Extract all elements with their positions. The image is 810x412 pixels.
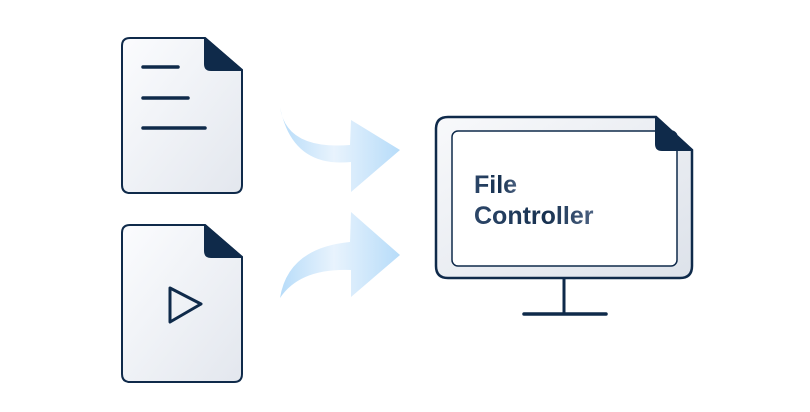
video-document-icon (121, 224, 243, 383)
monitor-screen (451, 130, 678, 267)
title-line-1: File (474, 171, 517, 199)
page-fold-corner (204, 37, 243, 71)
monitor-icon: File Controller (434, 115, 694, 316)
text-lines-icon (141, 65, 207, 130)
page-fold-corner (204, 224, 243, 258)
page-fold-corner (655, 116, 693, 151)
curved-arrow-up (280, 212, 400, 298)
curved-arrow-down (280, 107, 400, 192)
title-line-2: Controller (474, 202, 594, 230)
text-document-icon (121, 37, 243, 194)
play-icon (168, 286, 203, 324)
